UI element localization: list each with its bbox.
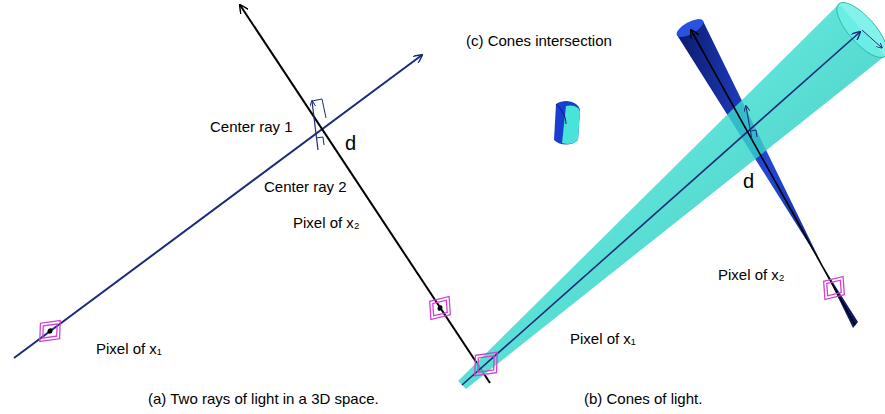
text-label: d xyxy=(743,170,754,193)
drawing-part xyxy=(824,276,845,299)
right-angle-mark xyxy=(316,137,324,145)
blue-cone-end xyxy=(674,15,706,40)
center-ray-2 xyxy=(240,5,490,383)
cones-intersection-piece xyxy=(554,101,580,144)
pixel-square xyxy=(40,320,60,341)
text-label: d xyxy=(345,132,356,155)
center-ray-1 xyxy=(14,55,422,358)
text-label: Pixel of x₂ xyxy=(718,266,785,283)
radius-arrow xyxy=(862,30,882,48)
drawing-part xyxy=(312,99,322,101)
pixel-square xyxy=(430,296,451,319)
pixel-square xyxy=(824,276,845,299)
drawing-part xyxy=(312,101,318,150)
subfigure-caption: (a) Two rays of light in a 3D space. xyxy=(148,390,379,407)
text-label: Center ray 1 xyxy=(210,118,293,135)
cone-axis-2 xyxy=(691,30,855,325)
text-label: Center ray 2 xyxy=(264,178,347,195)
distance-segment xyxy=(312,99,326,150)
panel-b xyxy=(458,0,885,389)
subfigure-caption: (b) Cones of light. xyxy=(584,390,702,407)
pixel-square xyxy=(475,352,497,375)
text-label: Pixel of x₁ xyxy=(570,330,636,347)
drawing-part xyxy=(554,101,580,144)
drawing-part xyxy=(437,305,442,312)
text-label: Pixel of x₂ xyxy=(293,214,360,231)
cone-axis-1 xyxy=(462,32,860,385)
drawing-part xyxy=(430,296,451,319)
drawing-part xyxy=(478,356,494,372)
text-label: (c) Cones intersection xyxy=(466,32,612,49)
panel-a xyxy=(14,5,490,383)
drawing-part xyxy=(827,280,841,296)
drawing-part xyxy=(433,300,447,316)
right-angle-mark xyxy=(750,130,757,137)
text-label: Pixel of x₁ xyxy=(96,340,162,357)
drawing-part xyxy=(475,352,497,375)
drawing-part xyxy=(322,99,326,118)
drawing-part xyxy=(47,328,52,334)
cyan-cone-end xyxy=(829,0,885,65)
cyan-cone xyxy=(458,4,885,389)
drawing-part xyxy=(746,106,752,140)
drawing-part xyxy=(556,104,566,124)
drawing-part xyxy=(40,320,60,341)
drawing-part xyxy=(562,105,580,144)
drawing-part xyxy=(43,324,57,338)
distance-segment xyxy=(746,106,757,140)
